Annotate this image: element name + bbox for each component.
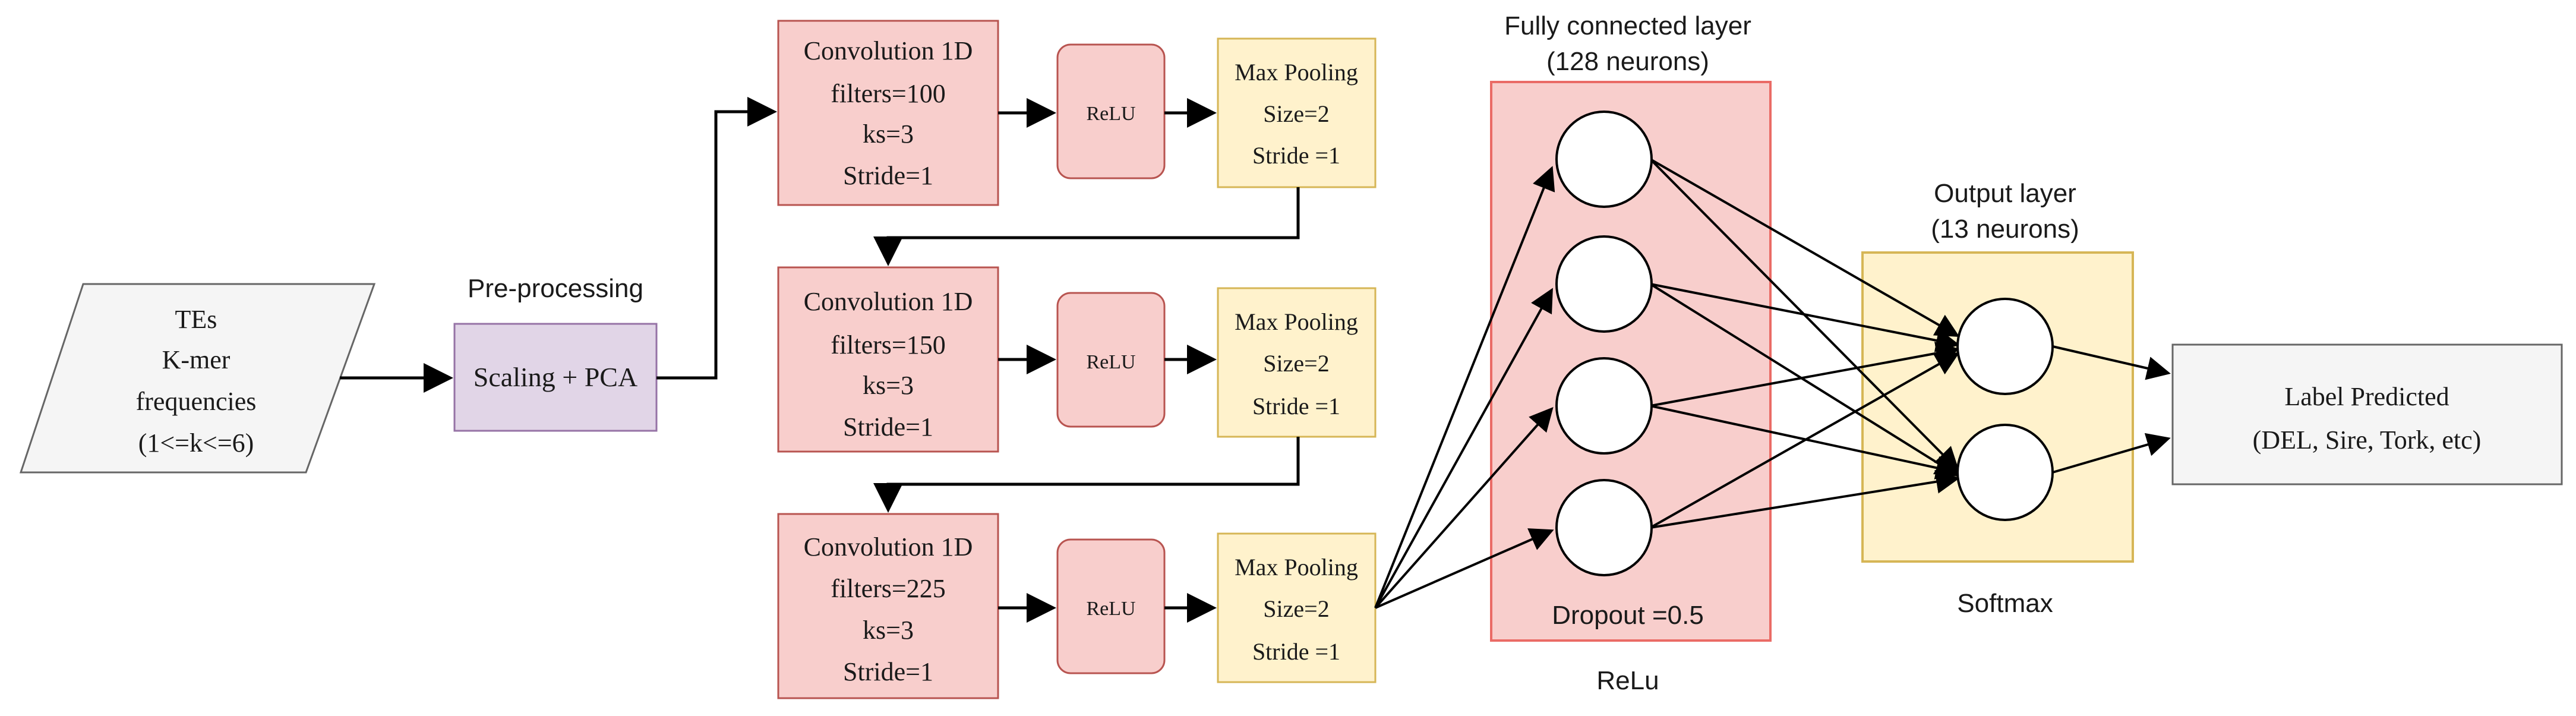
pool1-line-3: Stride =1 (1252, 142, 1340, 169)
preprocessing-node: Pre-processing Scaling + PCA (453, 274, 658, 432)
preprocessing-label: Scaling + PCA (473, 362, 637, 392)
conv2-line-2: filters=150 (831, 330, 945, 359)
relu1-label: ReLU (1086, 103, 1135, 125)
output-neuron-1 (1956, 298, 2054, 395)
fc-neuron-2 (1555, 235, 1653, 333)
output-neurons (1956, 298, 2054, 521)
input-line-4: (1<=k<=6) (138, 428, 254, 458)
output-layer: Output layer (13 neurons) Softmax (1861, 179, 2134, 618)
conv1-line-2: filters=100 (831, 79, 945, 108)
pool3-line-3: Stride =1 (1252, 638, 1340, 665)
fc-neuron-3 (1555, 357, 1653, 455)
fc-neurons (1555, 111, 1653, 576)
prediction-node: Label Predicted (DEL, Sire, Tork, etc) (2171, 343, 2563, 485)
edge-fc3-out2 (1650, 405, 1960, 480)
conv1-line-4: Stride=1 (843, 161, 933, 190)
fc-title-line-2: (128 neurons) (1546, 47, 1709, 76)
conv2-line-3: ks=3 (863, 371, 914, 400)
output-title-line-1: Output layer (1934, 179, 2076, 208)
edge-out1-prediction (2052, 345, 2171, 380)
pool2-line-1: Max Pooling (1235, 308, 1358, 335)
conv2-line-4: Stride=1 (843, 412, 933, 441)
fc-neuron-4 (1555, 479, 1653, 576)
conv3-line-2: filters=225 (831, 574, 945, 603)
pool3-line-1: Max Pooling (1235, 554, 1358, 581)
edge-fc3-out1 (1650, 341, 1960, 407)
edge-pool3-fc4 (1375, 528, 1554, 609)
conv3-line-4: Stride=1 (843, 657, 933, 686)
input-shape (19, 283, 376, 474)
input-line-1: TEs (175, 305, 217, 334)
relu2-label: ReLU (1086, 351, 1135, 373)
prediction-line-2: (DEL, Sire, Tork, etc) (2253, 425, 2482, 455)
pool1-line-1: Max Pooling (1235, 59, 1358, 86)
arrow-prep-to-conv1 (656, 97, 777, 380)
preprocessing-box (453, 323, 658, 432)
edge-fc2-out1 (1650, 283, 1960, 352)
fc-neuron-1 (1555, 111, 1653, 208)
fc-title-line-1: Fully connected layer (1504, 11, 1751, 40)
pool2-line-2: Size=2 (1263, 350, 1329, 377)
fc-layer: Fully connected layer (128 neurons) Drop… (1490, 11, 1772, 695)
fc-activation-label: ReLu (1596, 666, 1659, 695)
pool2-line-3: Stride =1 (1252, 393, 1340, 419)
pool3-line-2: Size=2 (1263, 595, 1329, 622)
prediction-line-1: Label Predicted (2284, 382, 2449, 411)
pool2-box (1217, 287, 1377, 438)
arrow-pool1-to-conv2 (873, 187, 1300, 266)
conv-block-3: Convolution 1D filters=225 ks=3 Stride=1… (777, 513, 1377, 699)
edge-fc1-out1 (1650, 158, 1960, 337)
arrow-pool2-to-conv3 (873, 437, 1300, 513)
conv3-box (777, 513, 999, 699)
conv1-line-3: ks=3 (863, 119, 914, 149)
input-line-2: K-mer (162, 345, 231, 374)
output-activation-label: Softmax (1957, 589, 2053, 618)
edge-fc4-out2 (1650, 469, 1960, 529)
input-node: TEs K-mer frequencies (1<=k<=6) (19, 283, 376, 474)
edge-fc4-out1 (1650, 352, 1960, 529)
conv1-box (777, 20, 999, 206)
edge-out2-prediction (2052, 433, 2171, 474)
edge-fc2-out2 (1649, 283, 1960, 477)
conv2-box (777, 266, 999, 453)
conv-block-1: Convolution 1D filters=100 ks=3 Stride=1… (777, 20, 1377, 206)
input-line-3: frequencies (136, 387, 257, 416)
conv3-line-1: Convolution 1D (804, 532, 973, 562)
output-title-line-2: (13 neurons) (1931, 215, 2079, 244)
pool-to-fc-connections (1374, 166, 1555, 609)
conv2-line-1: Convolution 1D (804, 287, 973, 316)
relu3-label: ReLU (1086, 598, 1135, 620)
fc-to-output-connections (1649, 158, 1960, 529)
pool1-line-2: Size=2 (1263, 100, 1329, 127)
conv1-line-1: Convolution 1D (804, 36, 973, 65)
output-neuron-2 (1956, 424, 2054, 521)
fc-dropout-label: Dropout =0.5 (1552, 601, 1704, 630)
preprocessing-title: Pre-processing (468, 274, 643, 303)
conv-block-2: Convolution 1D filters=150 ks=3 Stride=1… (777, 266, 1377, 453)
pool1-box (1217, 37, 1377, 188)
edge-pool3-fc1 (1374, 166, 1555, 608)
edge-pool3-fc3 (1374, 407, 1554, 609)
pool3-box (1217, 532, 1377, 683)
conv3-line-3: ks=3 (863, 616, 914, 645)
edge-pool3-fc2 (1374, 288, 1553, 608)
prediction-box (2171, 343, 2563, 485)
